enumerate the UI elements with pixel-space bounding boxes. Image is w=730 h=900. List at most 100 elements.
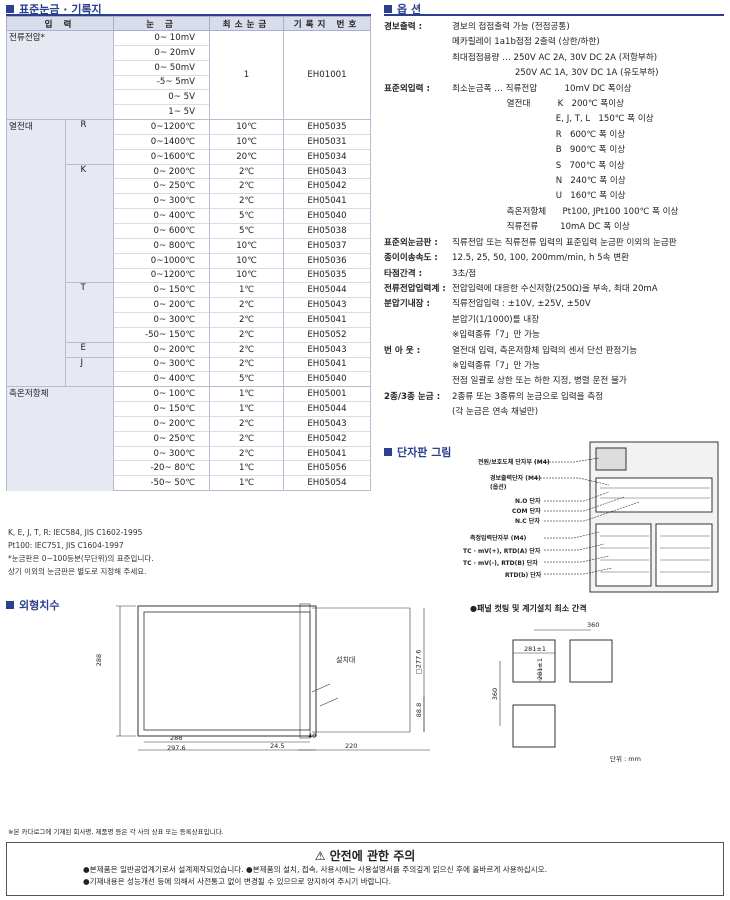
option-row: 분압기(1/1000)를 내장 — [384, 313, 724, 328]
option-row: 경보출력 :경보의 접점출력 가능 (전점공통) — [384, 20, 724, 35]
table-cell: EH05042 — [283, 178, 371, 194]
table-cell: 0~ 200℃ — [113, 415, 210, 432]
table-cell: 0~ 800℃ — [113, 237, 210, 254]
label-nc-terminal: N.C 단자 — [515, 518, 540, 525]
table-cell: 0~ 200℃ — [113, 163, 210, 179]
option-value: 직류전압 또는 직류전류 입력의 표준입력 눈금판 이외의 눈금판 — [452, 237, 677, 248]
safety-title: ⚠ 안전에 관한 주의 — [314, 849, 416, 863]
table-cell: 10℃ — [209, 133, 284, 150]
table-cell: 2℃ — [209, 341, 284, 358]
table-cell: EH05001 — [283, 386, 371, 402]
cutout-top-left — [512, 639, 556, 683]
table-cell: 0~ 150℃ — [113, 401, 210, 417]
table-cell: EH05044 — [283, 282, 371, 298]
option-value: 메카릴레이 1a1b접점 2출력 (상한/하한) — [452, 37, 600, 48]
table-cell: EH05035 — [283, 267, 371, 283]
dim-height-288: 288 — [95, 653, 104, 667]
table-cell: EH05042 — [283, 430, 371, 447]
table-cell: 1℃ — [209, 475, 284, 492]
option-row: 표준외입력 :최소눈금폭 … 직류전압 10mV DC 폭이상 — [384, 82, 724, 97]
table-cell: EH05041 — [283, 193, 371, 209]
option-value: 2종류 또는 3종류의 눈금으로 입력을 측정 — [452, 391, 604, 402]
table-cell: 0~ 250℃ — [113, 430, 210, 447]
dim-cut-281-h: 281±1 — [524, 645, 546, 653]
table-cell: 열전대 — [5, 119, 67, 387]
table-cell: EH05038 — [283, 222, 371, 239]
option-value: R 600℃ 폭 이상 — [452, 129, 626, 140]
table-cell: 0~ 300℃ — [113, 312, 210, 328]
option-key — [384, 35, 452, 50]
option-row: 최대접점용량 … 250V AC 2A, 30V DC 2A (저항부하) — [384, 51, 724, 66]
option-key: 번 아 웃 : — [384, 345, 421, 356]
option-row: 타점간격 :3초/점 — [384, 267, 724, 282]
table-cell: 0~ 300℃ — [113, 356, 210, 372]
table-cell: -50~ 150℃ — [113, 326, 210, 343]
options-title-rule — [384, 14, 724, 16]
table-cell: 0~ 100℃ — [113, 386, 210, 402]
table-cell: 10℃ — [209, 237, 284, 254]
option-key — [384, 405, 452, 420]
table-cell: 2℃ — [209, 178, 284, 194]
option-value: E, J, T, L 150℃ 폭 이상 — [452, 114, 654, 125]
option-key — [384, 97, 452, 112]
label-com-terminal: COM 단자 — [512, 508, 541, 515]
table-cell: EH05056 — [283, 460, 371, 476]
option-row: 250V AC 1A, 30V DC 1A (유도부하) — [384, 66, 724, 81]
option-row: U 160℃ 폭 이상 — [384, 189, 724, 204]
warning-triangle-icon: ⚠ — [314, 849, 330, 863]
table-cell: R — [65, 119, 114, 165]
table-cell: 1℃ — [209, 386, 284, 402]
table-cell: 0~ 150℃ — [113, 282, 210, 298]
note-line: Pt100: IEC751, JIS C1604-1997 — [8, 541, 124, 550]
option-key: 표준외눈금판 : — [384, 237, 438, 248]
terminal-diagram — [534, 441, 719, 593]
panel-cutout-drawing — [499, 629, 613, 748]
option-value: 직류전류 10mA DC 폭 이상 — [452, 222, 630, 233]
option-value: 250V AC 1A, 30V DC 1A (유도부하) — [452, 68, 659, 79]
option-key: 2종/3종 눈금 : — [384, 391, 441, 402]
table-cell: 5℃ — [209, 222, 284, 239]
table-cell: 2℃ — [209, 415, 284, 432]
table-cell: EH01001 — [283, 29, 371, 120]
footnote: ※본 카다로그에 기재된 회사명, 제품명 등은 각 사의 상표 또는 등록상표… — [8, 828, 224, 836]
option-key — [384, 220, 452, 235]
safety-line: ●기재내용은 성능개선 등에 의해서 사전통고 없이 변경될 수 있으므로 양지… — [83, 877, 392, 886]
dim-88-8: 88.8 — [415, 702, 424, 718]
option-key — [384, 51, 452, 66]
front-inner-frame — [143, 611, 311, 731]
table-cell: 0~ 200℃ — [113, 297, 210, 313]
table-cell: E — [65, 341, 114, 358]
option-row: 번 아 웃 :열전대 입력, 측온저항체 입력의 센서 단선 판정기능 — [384, 344, 724, 359]
input-terminal-block-left — [595, 523, 652, 587]
table-cell: -50~ 50℃ — [113, 475, 210, 492]
table-cell: EH05040 — [283, 208, 371, 224]
table-cell: 2℃ — [209, 430, 284, 447]
table-cell: 0~1200℃ — [113, 267, 210, 283]
label-option: (옵션) — [490, 484, 507, 491]
option-key — [384, 189, 452, 204]
option-key — [384, 313, 452, 328]
label-tc-minus: TC · mV(-), RTD(B) 단자 — [463, 560, 538, 567]
note-line: 상기 이외의 눈금판은 별도로 지정해 주세요. — [8, 567, 147, 576]
cutout-bottom-left — [512, 704, 556, 748]
note-line: *눈금판은 0~100등분(무단위)의 표준입니다. — [8, 554, 154, 563]
table-cell: 0~ 10mV — [113, 30, 210, 46]
alarm-terminal-block — [595, 477, 713, 513]
label-power-terminal: 전원/보호도체 단자부 (M4) — [478, 459, 550, 466]
table-cell: 1℃ — [209, 460, 284, 476]
option-value: 직류전압입력 : ±10V, ±25V, ±50V — [452, 299, 591, 310]
safety-line: ●본제품은 일반공업계기로서 설계제작되었습니다. ●본제품의 설치, 접속, … — [83, 865, 548, 874]
table-cell: 2℃ — [209, 445, 284, 461]
table-cell: 10℃ — [209, 252, 284, 268]
option-value: ※입력종류「7」만 가능 — [452, 330, 540, 341]
front-outer-frame — [137, 605, 317, 737]
option-row: 표준외눈금판 : 직류전압 또는 직류전류 입력의 표준입력 눈금판 이외의 눈금… — [384, 236, 724, 251]
table-cell: -20~ 80℃ — [113, 460, 210, 476]
option-key: 종이이송속도 : — [384, 253, 438, 264]
